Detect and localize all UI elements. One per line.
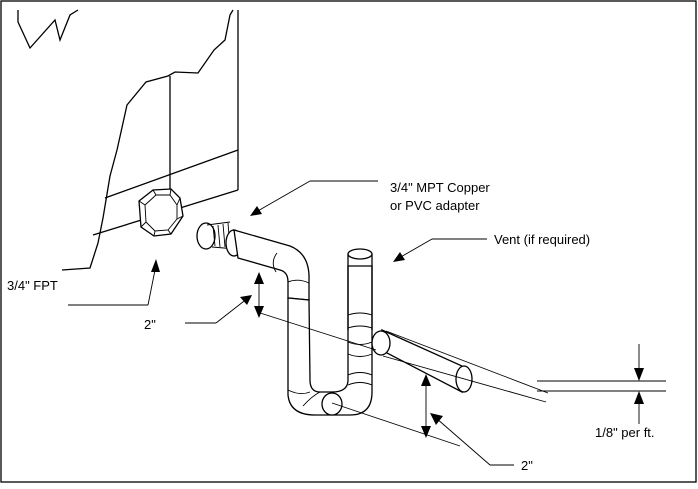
vent-label: Vent (if required) <box>494 232 590 247</box>
vent-leader <box>393 238 487 262</box>
drain-pipe <box>233 229 310 301</box>
fpt-leader <box>68 259 160 306</box>
unit-cabinet <box>17 9 239 271</box>
fpt-hex-fitting <box>138 188 184 237</box>
adapter-label-line2: or PVC adapter <box>390 198 480 213</box>
fpt-label: 3/4" FPT <box>7 278 58 293</box>
bottom-trap-dimension <box>331 374 514 466</box>
outlet-pipe <box>347 328 549 403</box>
top-trap-dimension <box>185 272 377 351</box>
slope-label: 1/8" per ft. <box>595 425 655 440</box>
trap-height-top-label: 2" <box>144 317 156 332</box>
trap-height-bottom-label: 2" <box>521 458 533 473</box>
vent-pipe <box>347 248 373 330</box>
adapter-label-line1: 3/4" MPT Copper <box>390 180 490 195</box>
slope-dimension <box>537 344 666 424</box>
u-trap <box>287 265 373 416</box>
adapter-leader <box>250 180 378 216</box>
